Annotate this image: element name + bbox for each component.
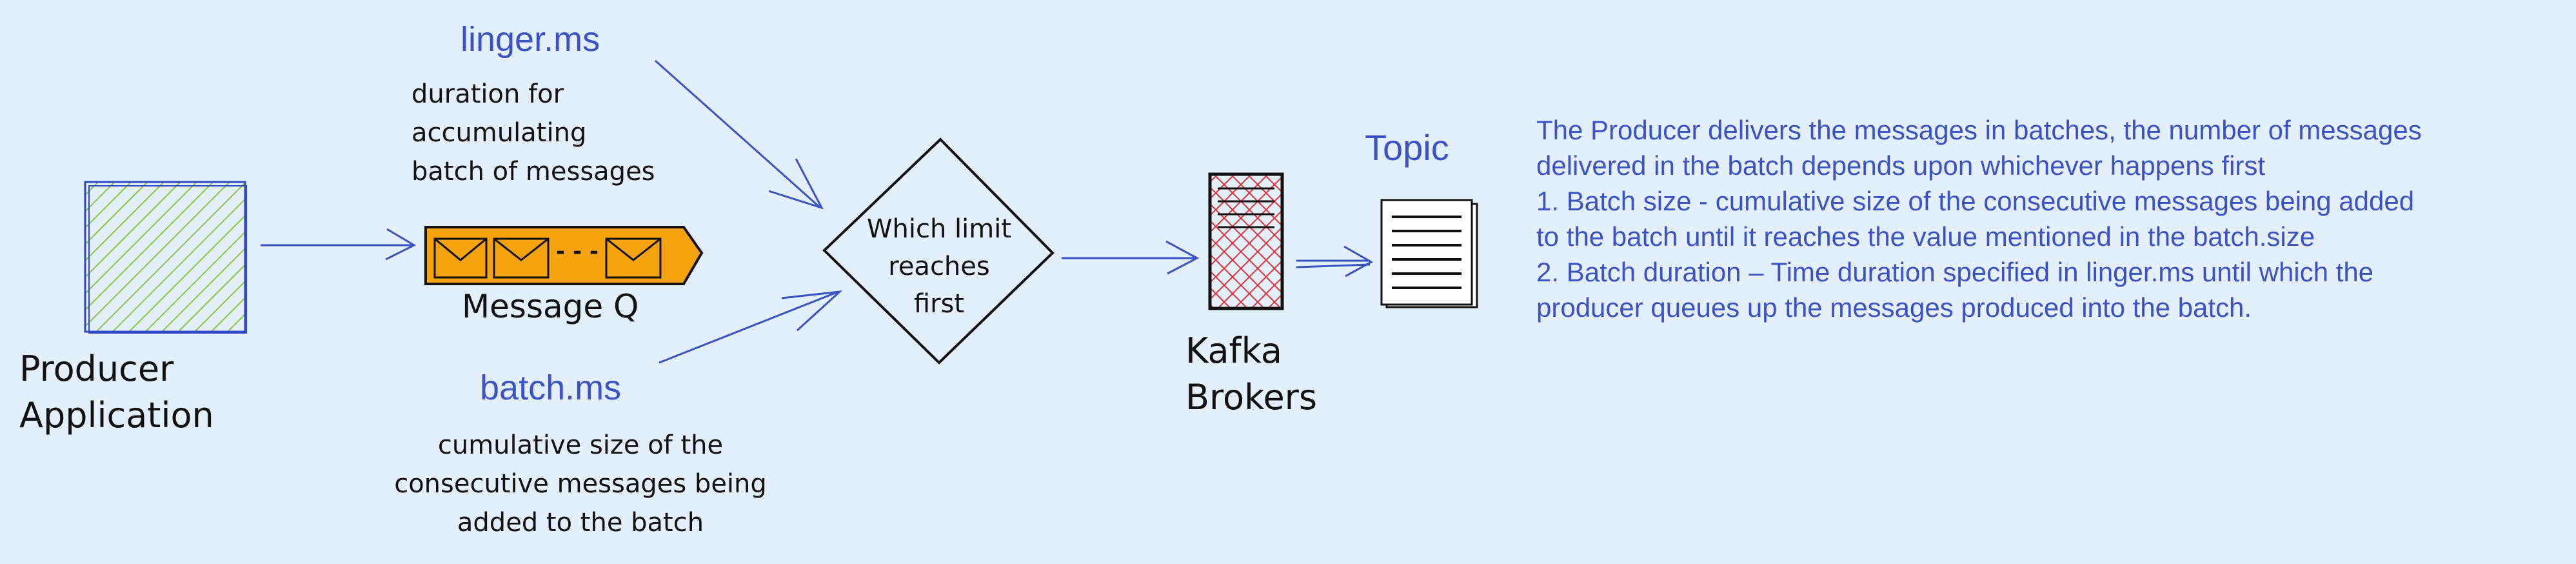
producer-icon bbox=[84, 181, 247, 334]
batch-desc-line1: cumulative size of the bbox=[437, 430, 724, 460]
note-line: The Producer delivers the messages in ba… bbox=[1536, 115, 2422, 145]
producer-label: Producer Application bbox=[19, 346, 214, 439]
envelope-icon bbox=[605, 237, 662, 279]
broker-label: Kafka Brokers bbox=[1185, 328, 1317, 421]
arrow-linger-to-decision bbox=[655, 59, 824, 210]
decision-diamond-icon bbox=[822, 137, 1055, 365]
envelope-icon bbox=[493, 237, 550, 279]
producer-label-line1: Producer bbox=[19, 348, 174, 389]
arrow-producer-to-queue bbox=[261, 228, 417, 261]
producer-label-line2: Application bbox=[19, 395, 214, 436]
decision-text: Which limit reaches first bbox=[855, 210, 1023, 323]
note-line: producer queues up the messages produced… bbox=[1536, 292, 2252, 323]
decision-line1: Which limit bbox=[866, 214, 1012, 244]
message-queue-icon bbox=[424, 226, 704, 285]
broker-label-line1: Kafka bbox=[1185, 330, 1282, 371]
linger-description: duration for accumulating batch of messa… bbox=[411, 75, 655, 191]
linger-title: linger.ms bbox=[461, 20, 600, 59]
linger-desc-line2: accumulating bbox=[411, 118, 587, 148]
note-line: delivered in the batch depends upon whic… bbox=[1536, 150, 2266, 181]
batch-desc-line2: consecutive messages being bbox=[394, 469, 767, 499]
batch-desc-line3: added to the batch bbox=[457, 508, 704, 538]
linger-desc-line1: duration for bbox=[411, 79, 564, 109]
arrow-decision-to-broker bbox=[1062, 240, 1200, 275]
decision-line2: reaches bbox=[888, 252, 990, 281]
broker-label-line2: Brokers bbox=[1185, 377, 1318, 418]
batch-title: batch.ms bbox=[480, 368, 622, 407]
note-line: to the batch until it reaches the value … bbox=[1536, 221, 2315, 252]
queue-label: Message Q bbox=[462, 288, 639, 325]
envelope-icon bbox=[433, 237, 488, 279]
note-line: 2. Batch duration – Time duration specif… bbox=[1536, 257, 2374, 287]
linger-desc-line3: batch of messages bbox=[411, 157, 655, 186]
arrow-broker-to-topic bbox=[1296, 245, 1374, 277]
topic-document-icon bbox=[1380, 199, 1478, 308]
topic-label: Topic bbox=[1365, 127, 1449, 168]
explanation-note: The Producer delivers the messages in ba… bbox=[1536, 112, 2422, 325]
arrow-batch-to-decision bbox=[659, 290, 843, 364]
note-line: 1. Batch size - cumulative size of the c… bbox=[1536, 186, 2415, 216]
queue-ellipsis: - - - bbox=[556, 239, 599, 265]
decision-line3: first bbox=[913, 289, 965, 319]
broker-server-icon bbox=[1208, 172, 1284, 310]
batch-description: cumulative size of the consecutive messa… bbox=[361, 426, 800, 542]
